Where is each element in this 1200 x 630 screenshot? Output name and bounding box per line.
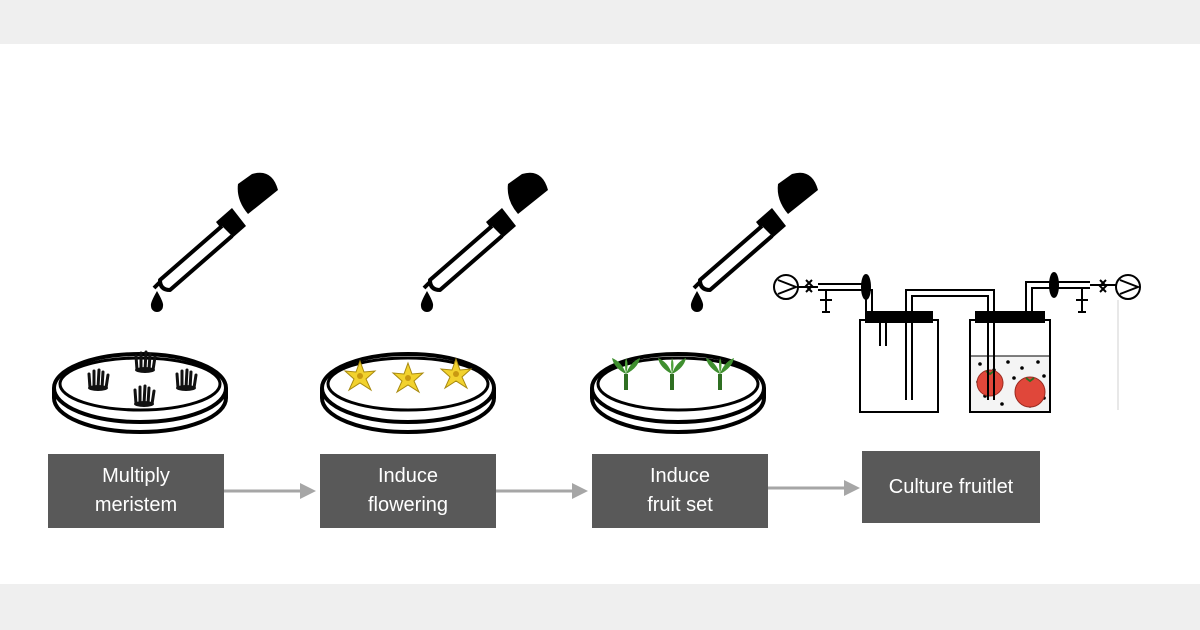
flow-arrow xyxy=(496,483,588,499)
step-label: Culture fruitlet xyxy=(888,475,1014,498)
top-band xyxy=(0,0,1200,44)
dropper-icon xyxy=(688,170,820,314)
dropper-icon xyxy=(148,170,280,314)
flow-arrow xyxy=(768,480,860,496)
step-label: Multiply meristem xyxy=(94,465,178,516)
step-induce-flowering-box: Induce flowering xyxy=(320,454,496,528)
step-label: Induce flowering xyxy=(367,465,449,516)
flow-arrow xyxy=(224,483,316,499)
dropper-icon xyxy=(418,170,550,314)
step-induce-fruit-set-box: Induce fruit set xyxy=(592,454,768,528)
step-multiply-meristem-box: Multiply meristem xyxy=(48,454,224,528)
bottom-band xyxy=(0,584,1200,630)
culture-apparatus-icon xyxy=(773,272,1141,413)
step-label: Induce fruit set xyxy=(647,465,713,516)
step-culture-fruitlet-box: Culture fruitlet xyxy=(862,451,1040,523)
